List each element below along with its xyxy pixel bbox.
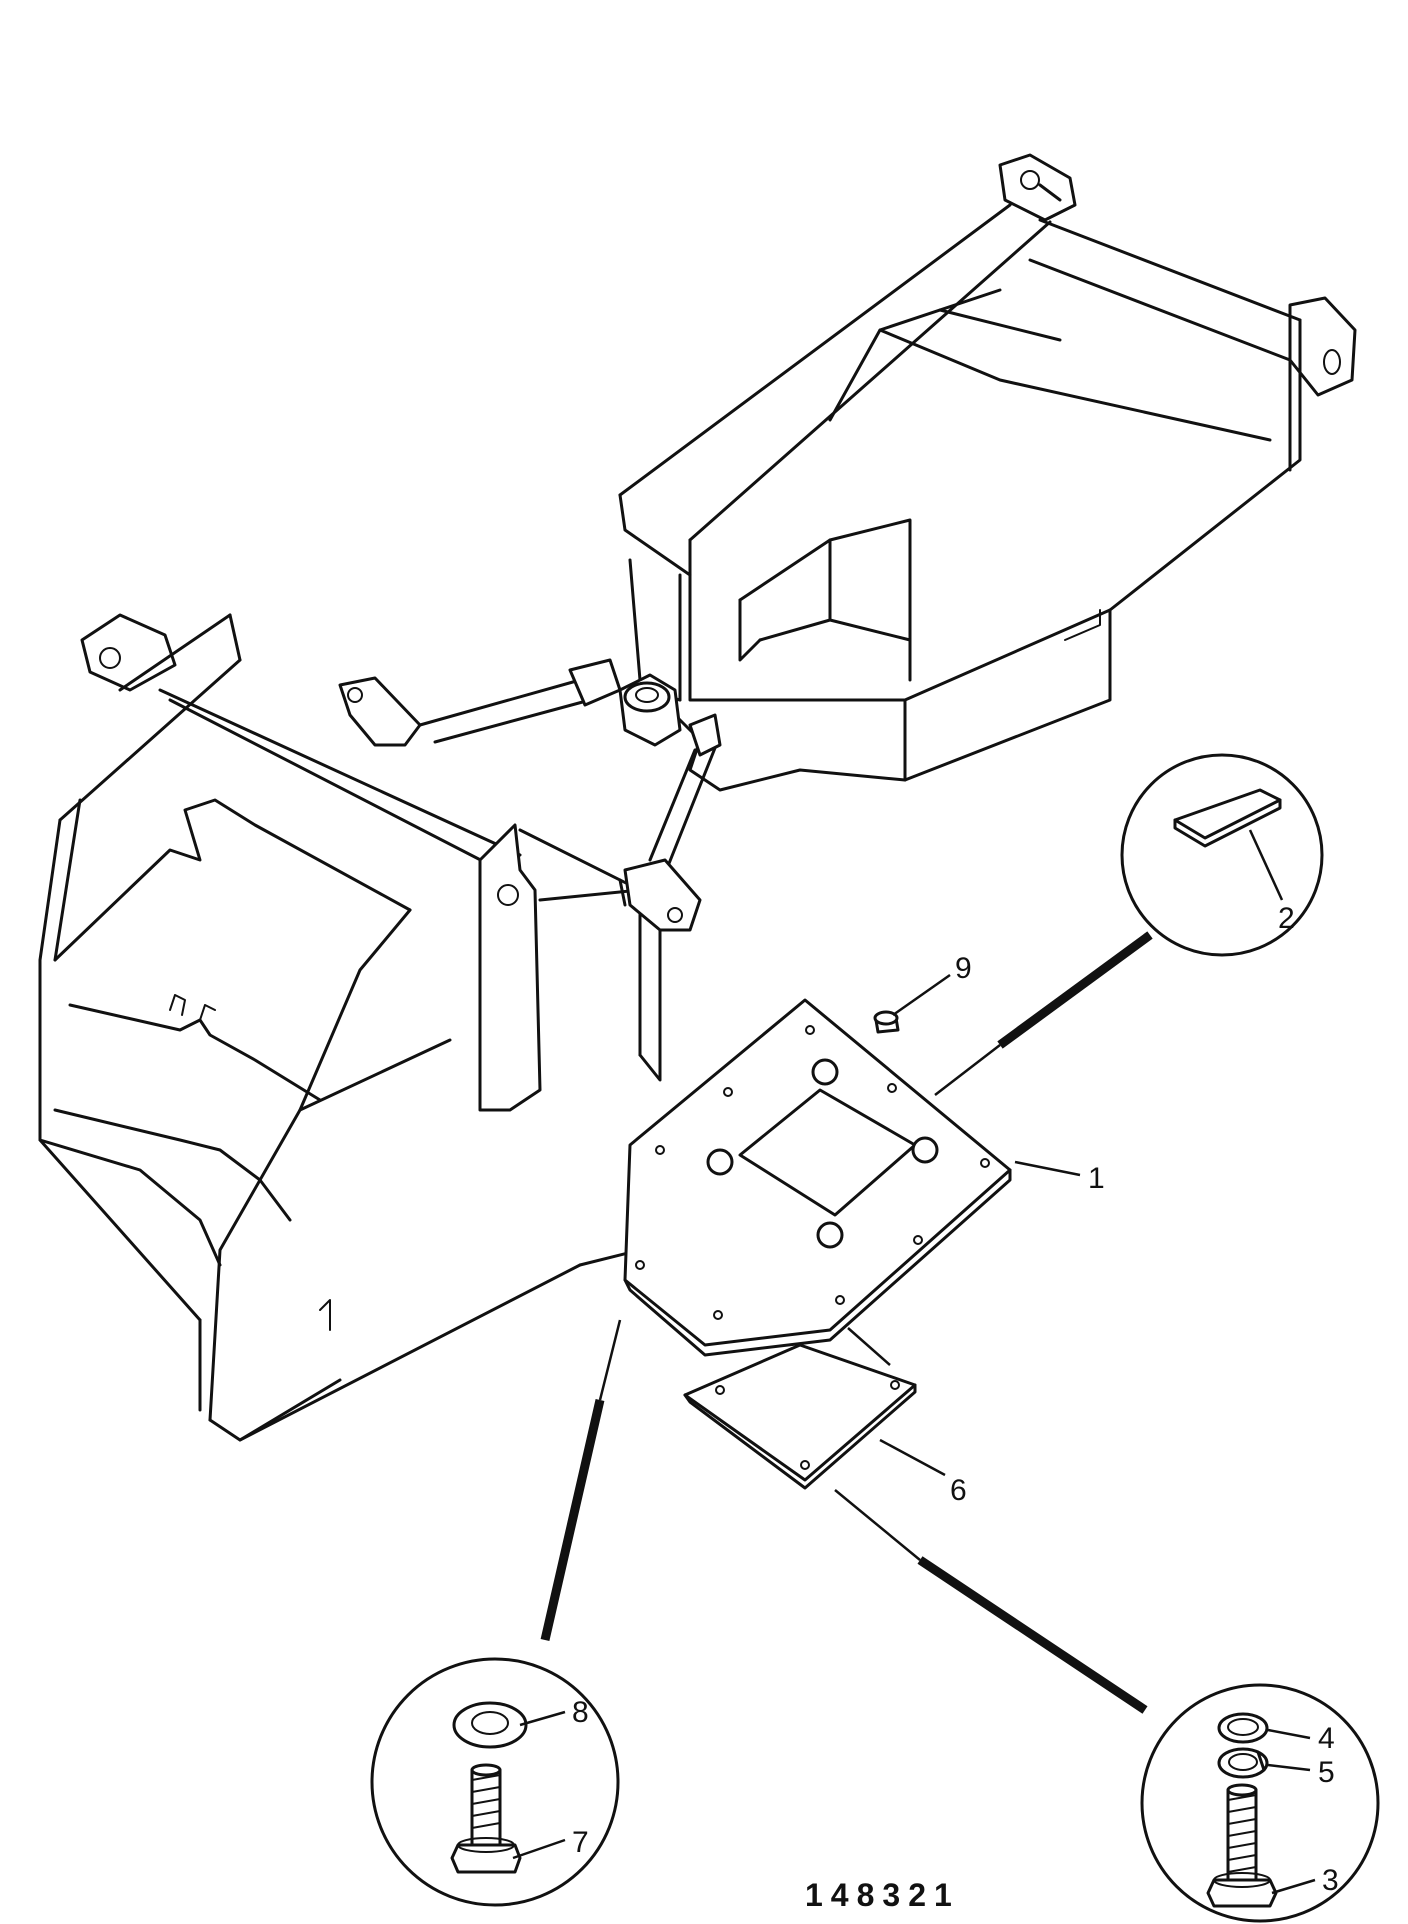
- callout-4: 4: [1318, 1722, 1335, 1755]
- assembly-indicator-lines: [540, 931, 1153, 1714]
- figure-reference-number: 148321: [805, 1877, 960, 1913]
- callout-6: 6: [950, 1474, 967, 1507]
- detail-circle-part-2: [1120, 753, 1324, 957]
- shim-plate-part-6: [683, 1343, 917, 1490]
- callout-2: 2: [1278, 902, 1295, 935]
- callout-8: 8: [572, 1696, 589, 1729]
- detail-circle-parts-7-8: [370, 1657, 620, 1907]
- right-boom-frame: [618, 153, 1357, 792]
- callout-5: 5: [1318, 1756, 1335, 1789]
- callout-1: 1: [1088, 1162, 1105, 1195]
- callout-7: 7: [572, 1826, 589, 1859]
- callout-3: 3: [1322, 1864, 1339, 1897]
- mounting-plate-part-1: [623, 998, 1012, 1357]
- callout-leaders: [512, 829, 1316, 1895]
- linkage-assembly: [338, 658, 722, 932]
- callout-9: 9: [955, 952, 972, 985]
- grease-nipple-part-9: [873, 1010, 900, 1034]
- left-loader-frame: [38, 613, 662, 1442]
- detail-circle-parts-3-4-5: [1140, 1683, 1380, 1923]
